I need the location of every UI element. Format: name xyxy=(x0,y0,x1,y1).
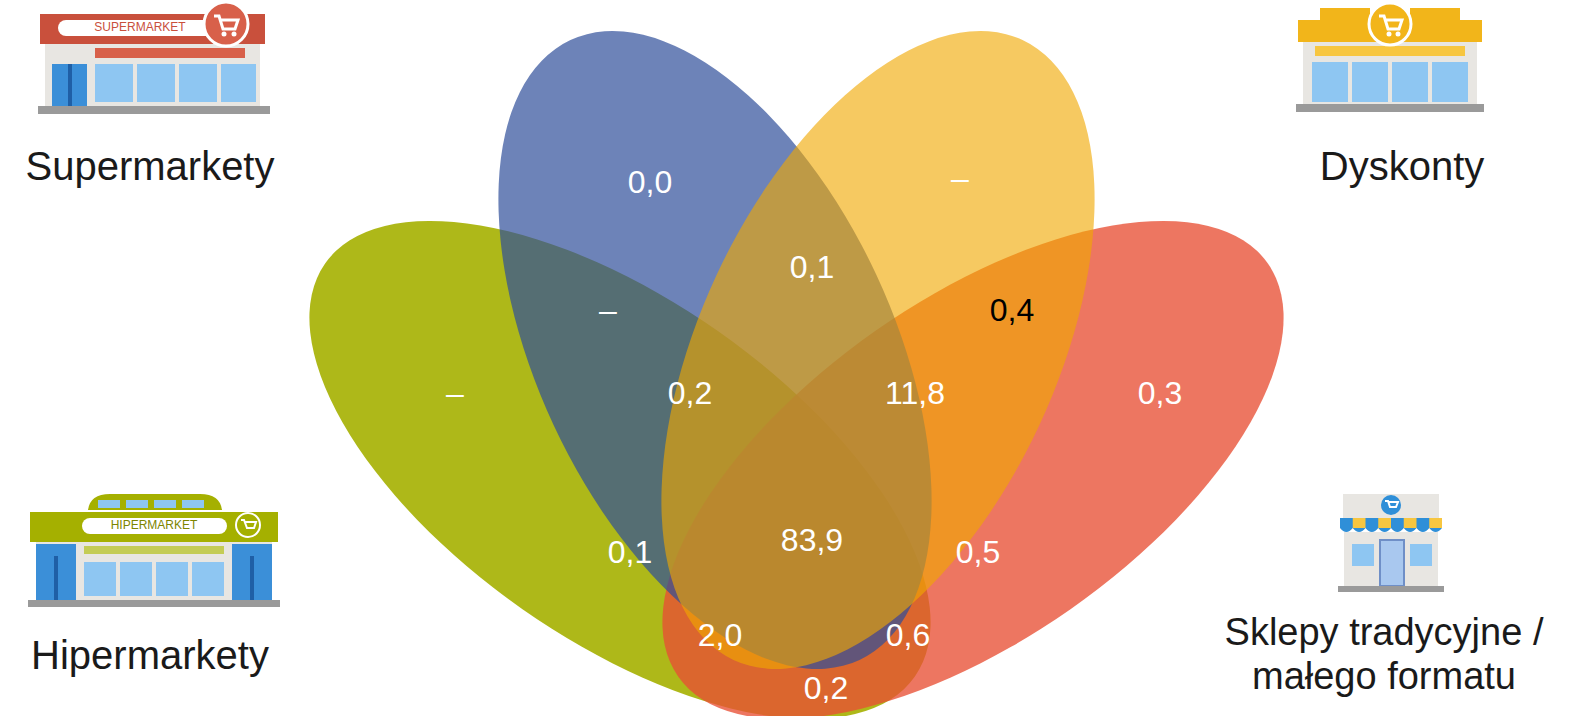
region-value: 11,8 xyxy=(885,375,945,412)
sign-text: SUPERMARKET xyxy=(94,21,185,35)
region-value: 0,1 xyxy=(608,534,652,571)
region-value: 83,9 xyxy=(781,522,843,559)
discount-icon xyxy=(1296,3,1484,112)
hypermarket-icon xyxy=(28,494,280,607)
category-label: Hipermarkety xyxy=(31,632,269,678)
region-value: 0,2 xyxy=(804,670,848,707)
category-label: Dyskonty xyxy=(1320,143,1485,189)
region-value: 0,4 xyxy=(990,292,1034,329)
region-value: 0,2 xyxy=(668,375,712,412)
supermarket-icon xyxy=(38,2,270,114)
discount-ellipse xyxy=(572,0,1184,716)
region-value: 0,5 xyxy=(956,534,1000,571)
region-value: – xyxy=(599,292,617,329)
region-value: 0,3 xyxy=(1138,375,1182,412)
region-value: 0,0 xyxy=(628,164,672,201)
region-value: – xyxy=(446,375,464,412)
sign-text: HIPERMARKET xyxy=(111,519,198,533)
category-label: Supermarkety xyxy=(26,143,275,189)
category-label: Sklepy tradycyjne / małego formatu xyxy=(1184,611,1584,698)
small-shop-icon xyxy=(1338,494,1444,592)
region-value: 2,0 xyxy=(698,617,742,654)
region-value: – xyxy=(951,160,969,197)
region-value: 0,1 xyxy=(790,249,834,286)
venn-ellipses xyxy=(228,0,1366,716)
region-value: 0,6 xyxy=(886,617,930,654)
